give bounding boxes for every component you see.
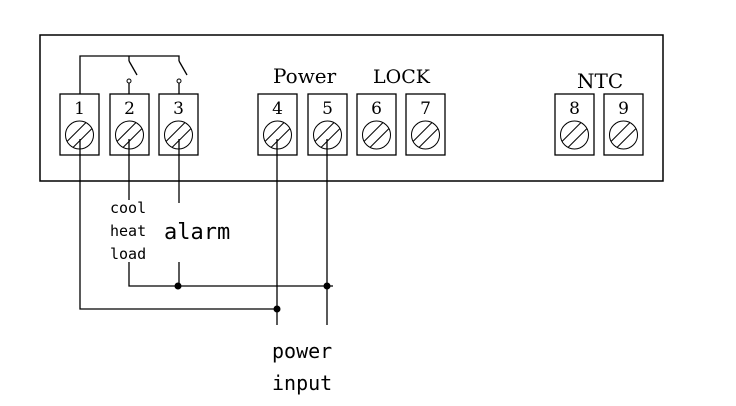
screw-icon — [560, 120, 589, 150]
external-wiring — [79, 139, 333, 325]
power-group-label: Power — [273, 64, 337, 88]
switch-2-blade — [128, 60, 138, 76]
load-label-load: load — [110, 245, 146, 263]
screw-slot — [264, 122, 285, 142]
screw-slot — [171, 128, 192, 148]
screw-slot — [363, 122, 384, 142]
screw-icon — [609, 120, 638, 150]
screw-slot — [165, 122, 186, 142]
terminal-box — [356, 93, 397, 156]
switch-3-blade — [178, 60, 188, 76]
power-input-label-line2: input — [272, 371, 332, 395]
load-label-heat: heat — [110, 222, 146, 240]
terminal-number: 7 — [420, 99, 431, 119]
terminal-number: 8 — [569, 99, 580, 119]
junction-dot — [174, 282, 182, 290]
terminal-number: 2 — [124, 99, 135, 119]
screw-slot — [320, 128, 341, 148]
terminal-7: 7 — [405, 93, 446, 156]
screw-slot — [122, 128, 143, 148]
screw-icon — [411, 120, 440, 150]
screw-slot — [72, 128, 93, 148]
terminal-6: 6 — [356, 93, 397, 156]
power-input-label-line1: power — [272, 339, 332, 363]
terminal-number: 5 — [322, 99, 333, 119]
wire-terminal-1 — [79, 139, 278, 310]
screw-icon — [362, 120, 391, 150]
screw-slot — [418, 128, 439, 148]
terminal-box — [603, 93, 644, 156]
terminal-number: 1 — [74, 99, 85, 119]
terminal-number: 6 — [371, 99, 382, 119]
screw-slot — [412, 122, 433, 142]
screw-slot — [314, 122, 335, 142]
terminal-number: 4 — [272, 99, 283, 119]
terminal-number: 3 — [173, 99, 184, 119]
wire-load-return — [128, 262, 333, 287]
screw-slot — [610, 122, 631, 142]
junction-dot — [273, 305, 281, 313]
load-label-cool: cool — [110, 199, 146, 217]
terminal-number: 9 — [618, 99, 629, 119]
alarm-label: alarm — [164, 220, 230, 245]
screw-slot — [369, 128, 390, 148]
terminal-9: 9 — [603, 93, 644, 156]
screw-slot — [616, 128, 637, 148]
screw-slot — [270, 128, 291, 148]
screw-slot — [561, 122, 582, 142]
terminal-box — [405, 93, 446, 156]
screw-slot — [66, 122, 87, 142]
screw-slot — [567, 128, 588, 148]
ntc-group-label: NTC — [577, 69, 623, 93]
terminal-8: 8 — [554, 93, 595, 156]
lock-group-label: LOCK — [373, 66, 431, 88]
relay-switches — [79, 55, 188, 94]
terminal-box — [554, 93, 595, 156]
junction-dot — [323, 282, 331, 290]
screw-slot — [116, 122, 137, 142]
